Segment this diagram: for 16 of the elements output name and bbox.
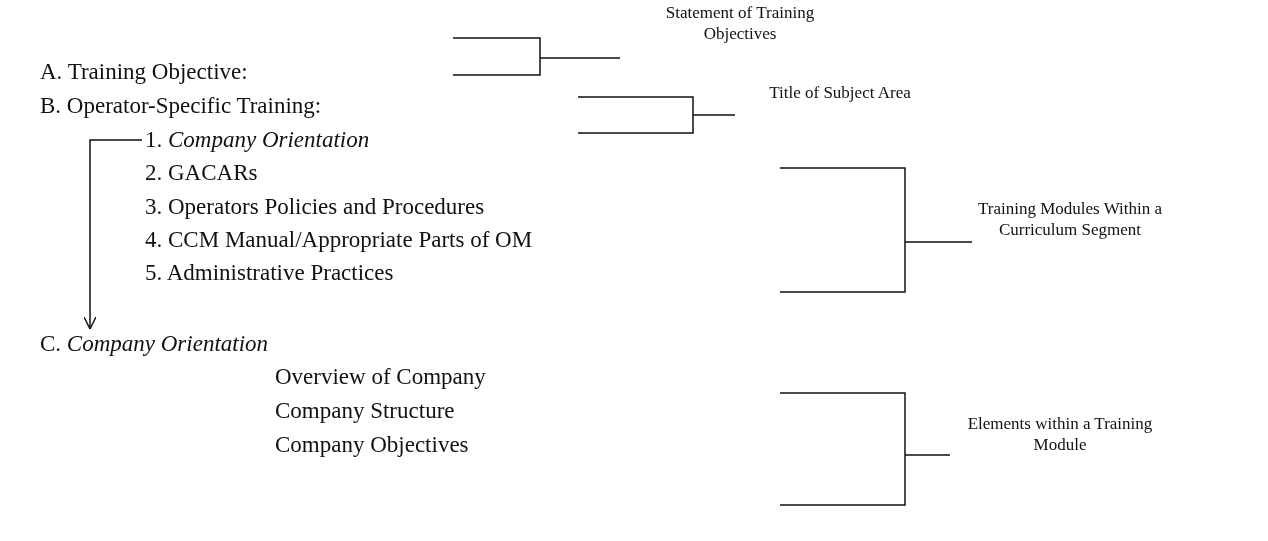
outline-item: Overview of Company [275,363,486,391]
annotation-text: Elements within a Training Module [966,413,1154,455]
outline-item: 1. Company Orientation [145,126,370,154]
outline-item: A. Training Objective: [40,58,248,86]
outline-item: 2. GACARs [145,159,258,187]
outline-item: 3. Operators Policies and Procedures [145,193,485,221]
annotation-text: Training Modules Within a Curriculum Segment [977,198,1163,240]
annotation-text: Title of Subject Area [768,82,912,103]
annotation-text: Statement of Training Objectives [664,2,816,44]
outline-item: Company Objectives [275,431,469,459]
outline-item: 4. CCM Manual/Appropriate Parts of OM [145,226,533,254]
outline-item: B. Operator-Specific Training: [40,92,322,120]
arrow [83,139,143,330]
outline-item: 5. Administrative Practices [145,259,394,287]
outline-item: C. Company Orientation [40,330,269,358]
outline-item: Company Structure [275,397,455,425]
